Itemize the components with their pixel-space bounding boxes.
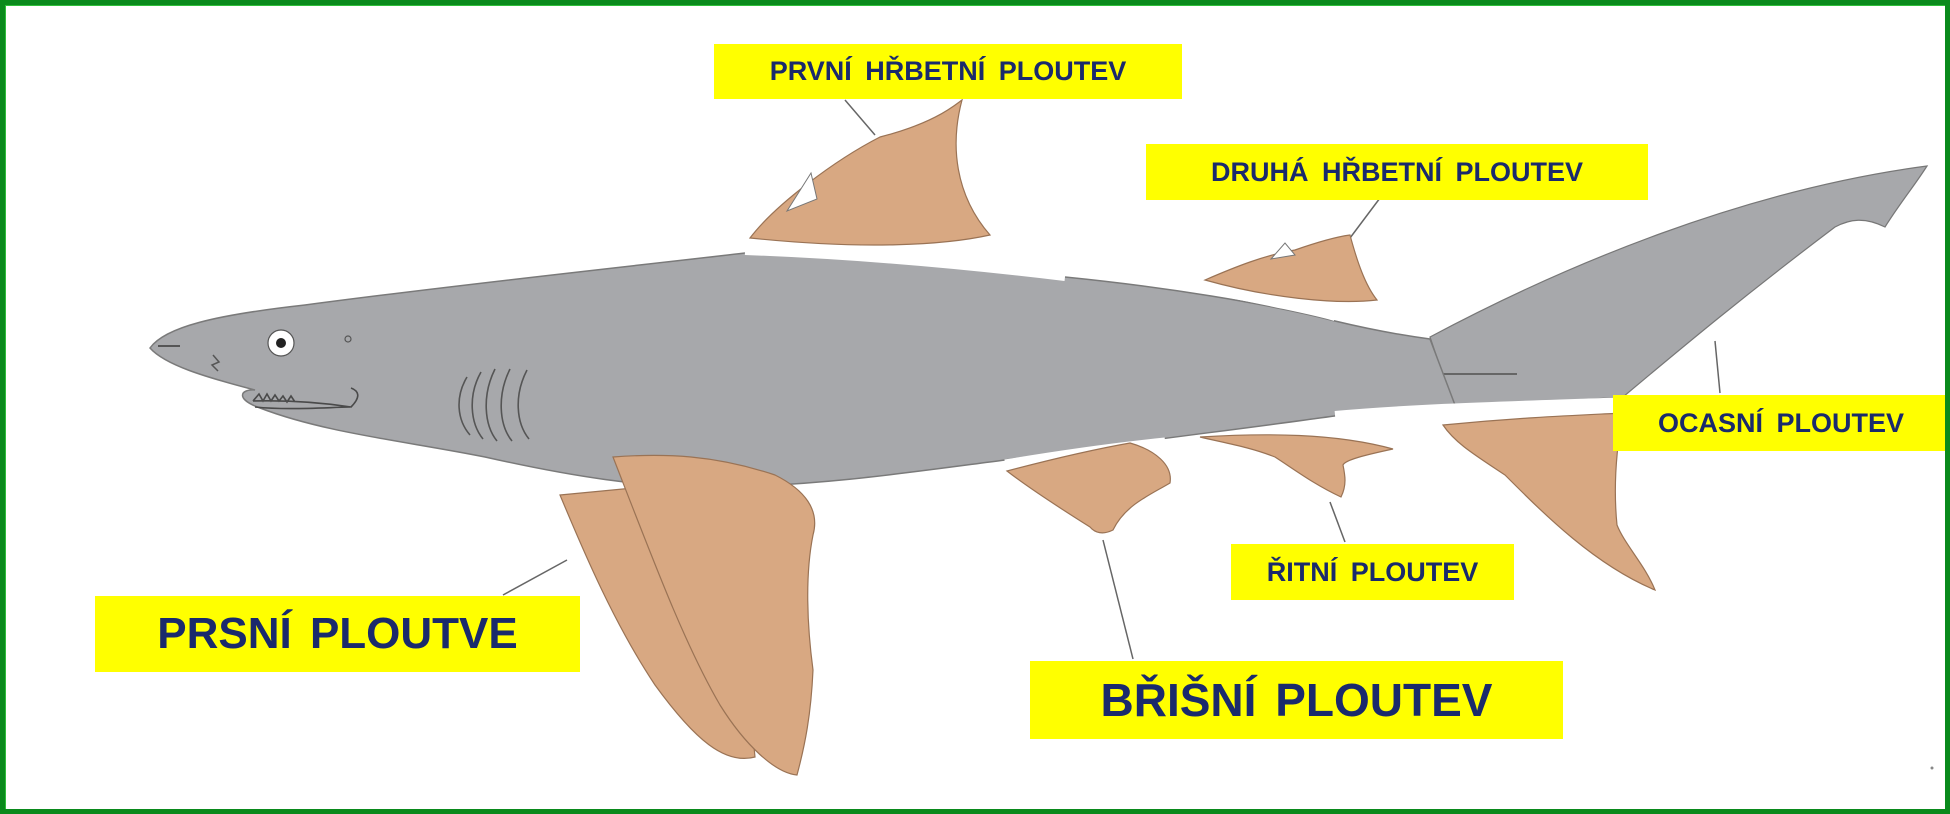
- leader-line-caudal: [1715, 341, 1720, 393]
- first-dorsal-fin: [750, 100, 990, 245]
- caudal-fin-upper-lobe: [1430, 166, 1927, 405]
- label-pectoral-fins: PRSNÍ PLOUTVE: [95, 596, 580, 672]
- label-anal-fin: ŘITNÍ PLOUTEV: [1231, 544, 1514, 600]
- leader-line-second-dorsal: [1350, 198, 1380, 238]
- label-second-dorsal-fin: DRUHÁ HŘBETNÍ PLOUTEV: [1146, 144, 1648, 200]
- anal-fin: [1200, 435, 1393, 497]
- leader-line-first-dorsal: [845, 100, 875, 135]
- eye-pupil: [276, 338, 286, 348]
- leader-line-pectoral: [503, 560, 567, 595]
- label-pelvic-fin: BŘIŠNÍ PLOUTEV: [1030, 661, 1563, 739]
- label-first-dorsal-fin: PRVNÍ HŘBETNÍ PLOUTEV: [714, 44, 1182, 99]
- label-caudal-fin: OCASNÍ PLOUTEV: [1613, 395, 1949, 451]
- speck: [1931, 767, 1934, 770]
- leader-line-anal: [1330, 502, 1345, 542]
- leader-line-pelvic: [1103, 540, 1133, 659]
